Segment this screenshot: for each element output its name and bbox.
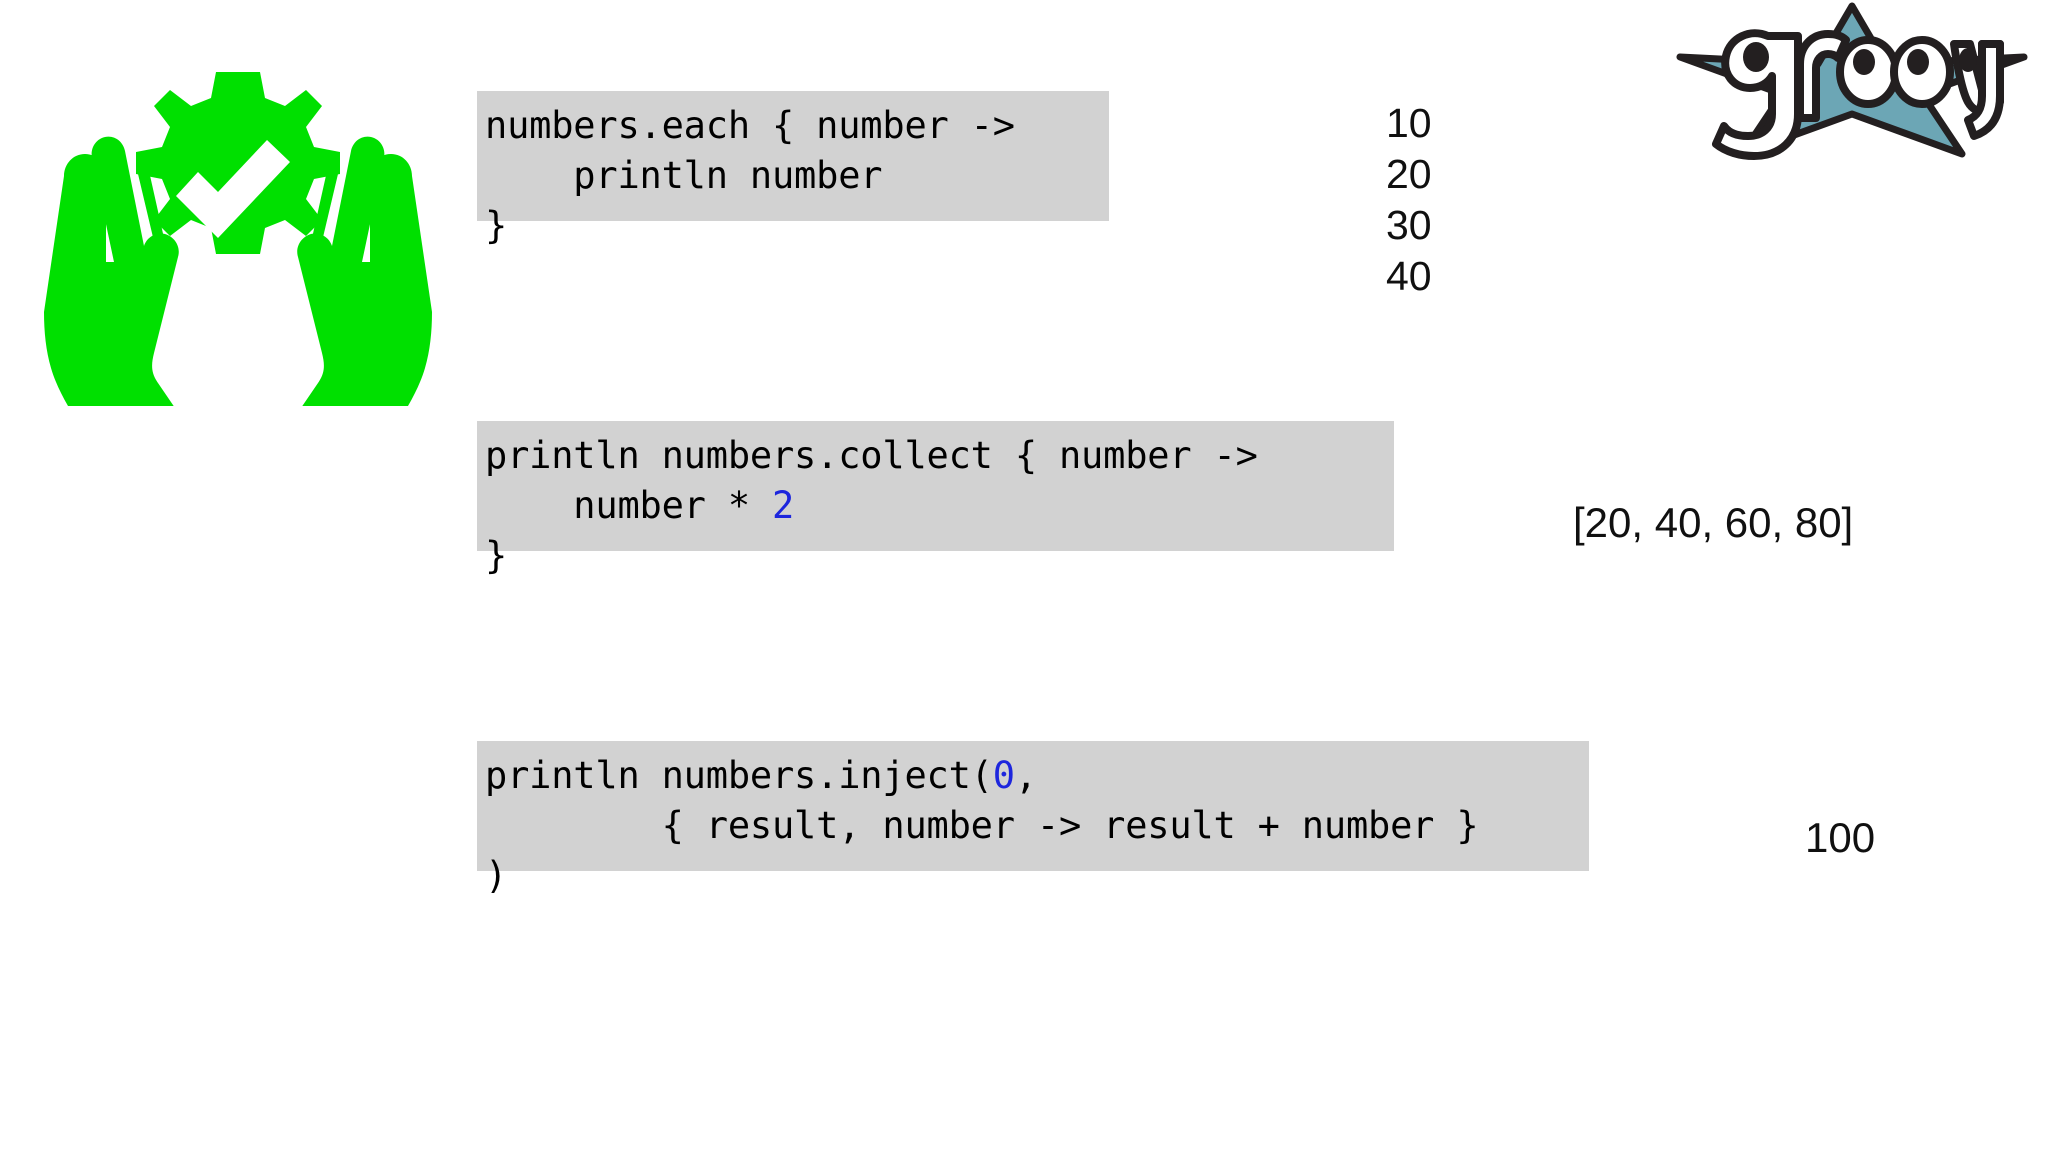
code-token: println numbers.inject( bbox=[485, 754, 993, 797]
code-line: } bbox=[485, 204, 508, 247]
code-line: println number bbox=[485, 154, 883, 197]
code-line: number * 2 bbox=[485, 481, 1386, 531]
output-inject: 100 bbox=[1805, 814, 1876, 861]
code-token: , bbox=[1014, 754, 1037, 797]
code-line: println numbers.inject(0, bbox=[485, 751, 1581, 801]
code-line: { result, number -> result + number } bbox=[485, 804, 1479, 847]
code-line: println numbers.collect { number -> bbox=[485, 434, 1258, 477]
hands-holding-gear-check-icon bbox=[42, 58, 434, 406]
groovy-logo bbox=[1672, 2, 2032, 168]
output-each: 10 20 30 40 bbox=[1386, 100, 1432, 299]
code-block-collect: println numbers.collect { number -> numb… bbox=[468, 412, 1403, 577]
code-block-each: numbers.each { number -> println number … bbox=[468, 82, 1118, 247]
code-line: } bbox=[485, 534, 508, 577]
code-token-literal: 0 bbox=[992, 754, 1015, 797]
code-line: ) bbox=[485, 854, 508, 897]
output-collect: [20, 40, 60, 80] bbox=[1573, 499, 1854, 546]
code-token: number * bbox=[485, 484, 772, 527]
code-surface: println numbers.inject(0, { result, numb… bbox=[477, 741, 1589, 897]
code-line: numbers.each { number -> bbox=[485, 104, 1015, 147]
code-surface: println numbers.collect { number -> numb… bbox=[477, 421, 1394, 577]
code-block-inject: println numbers.inject(0, { result, numb… bbox=[468, 732, 1598, 897]
code-surface: numbers.each { number -> println number … bbox=[477, 91, 1109, 247]
code-token-literal: 2 bbox=[772, 484, 795, 527]
